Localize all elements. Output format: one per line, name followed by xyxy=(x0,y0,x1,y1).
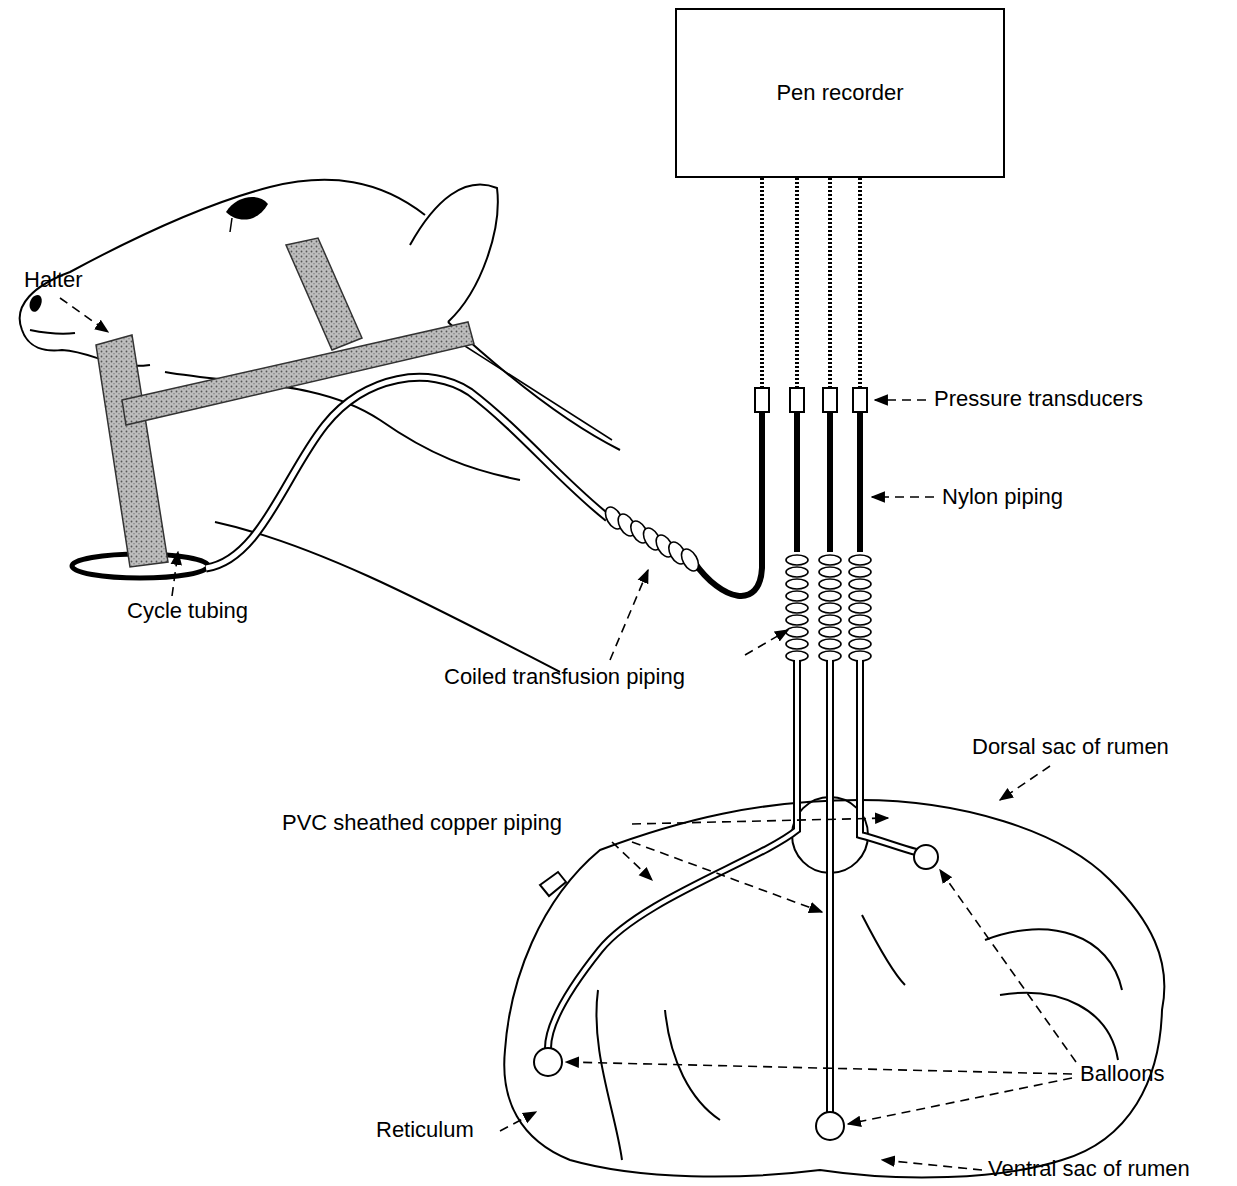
eye-mark xyxy=(230,218,232,232)
coil-winding xyxy=(819,555,841,565)
part-label: PVC sheathed copper piping xyxy=(282,810,562,836)
coil-winding xyxy=(786,567,808,577)
part-label: Ventral sac of rumen xyxy=(988,1156,1190,1182)
coil-winding xyxy=(849,615,871,625)
coil-winding xyxy=(849,651,871,661)
part-label: Cycle tubing xyxy=(127,598,248,624)
coil-winding xyxy=(819,615,841,625)
balloons xyxy=(534,845,938,1140)
tube-inner xyxy=(206,377,608,568)
coil-winding xyxy=(819,579,841,589)
tube-outline xyxy=(206,377,608,568)
coil-winding xyxy=(819,651,841,661)
coil-winding xyxy=(786,639,808,649)
part-label: Pressure transducers xyxy=(934,386,1143,412)
copper-piping-inner xyxy=(548,660,916,1112)
coil-winding xyxy=(786,651,808,661)
part-label: Coiled transfusion piping xyxy=(444,664,685,690)
part-label: Halter xyxy=(24,267,83,293)
coil-winding xyxy=(819,591,841,601)
coil-winding xyxy=(786,627,808,637)
coil-winding xyxy=(786,603,808,613)
coil-winding xyxy=(786,591,808,601)
coil-winding xyxy=(819,603,841,613)
part-label: Dorsal sac of rumen xyxy=(972,734,1169,760)
coil-winding xyxy=(786,615,808,625)
pressure-transducers xyxy=(755,388,867,412)
part-label: Reticulum xyxy=(376,1117,474,1143)
coil-winding xyxy=(819,567,841,577)
coil-winding xyxy=(849,639,871,649)
coil-winding xyxy=(849,591,871,601)
copper-piping-outline xyxy=(548,660,916,1112)
halter-straps xyxy=(96,238,474,567)
coil-winding xyxy=(849,627,871,637)
coil-winding xyxy=(786,579,808,589)
coil-winding xyxy=(849,579,871,589)
nostril xyxy=(30,295,42,312)
coiled-piping xyxy=(602,504,871,661)
coil-winding xyxy=(849,555,871,565)
node-text: Pen recorder xyxy=(776,80,903,106)
part-label: Balloons xyxy=(1080,1061,1164,1087)
coil-winding xyxy=(849,603,871,613)
coil-winding xyxy=(786,555,808,565)
eye xyxy=(226,197,268,220)
coil-winding xyxy=(819,627,841,637)
part-label: Nylon piping xyxy=(942,484,1063,510)
nylon-piping xyxy=(694,412,860,596)
recorder-cables xyxy=(762,178,860,388)
recorder-box: Pen recorder xyxy=(675,8,1005,178)
leader-lines xyxy=(60,298,1076,1170)
coil-winding xyxy=(678,546,702,574)
coil-winding xyxy=(819,639,841,649)
coil-winding xyxy=(849,567,871,577)
stomach xyxy=(504,797,1164,1177)
sheep-head xyxy=(20,180,620,672)
